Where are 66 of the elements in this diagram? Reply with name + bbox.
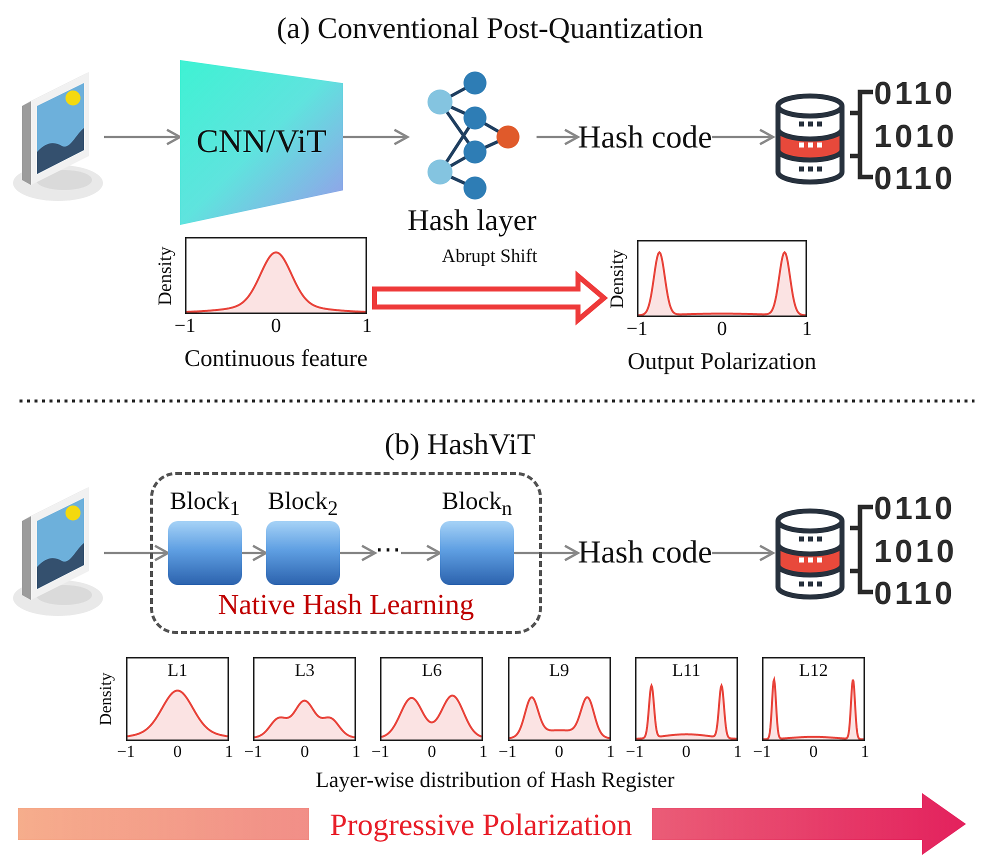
tick-label: −1 <box>244 742 262 762</box>
axis-title: Density <box>96 672 116 726</box>
axis-title: Density <box>607 248 629 308</box>
arrow <box>514 544 580 562</box>
arrow <box>401 544 442 562</box>
plot-title: L12 <box>799 660 828 681</box>
binary-code: 0110 <box>874 77 956 109</box>
edge-label: Abrupt Shift <box>440 246 540 268</box>
group-label: Native Hash Learning <box>218 589 474 622</box>
plot-title: L6 <box>422 660 442 681</box>
tick-label: 1 <box>479 742 488 762</box>
tick-label: 0 <box>173 742 182 762</box>
tick-label: −1 <box>371 742 390 762</box>
plot-title: L9 <box>549 660 570 681</box>
tick-label: 0 <box>717 318 727 341</box>
arrow <box>340 544 376 562</box>
flow-label: Hash code <box>578 534 712 570</box>
binary-code: 1010 <box>874 534 958 566</box>
arrow <box>104 544 170 562</box>
tick-label: 0 <box>554 742 564 762</box>
arrow <box>343 128 409 146</box>
panel-title: (b) HashViT <box>384 428 536 462</box>
tick-label: 0 <box>809 742 818 762</box>
binary-code: 0110 <box>874 577 956 609</box>
tick-label: 1 <box>352 742 360 762</box>
arrow <box>242 544 268 562</box>
tick-label: 0 <box>300 742 309 762</box>
axis-title: Density <box>155 246 177 306</box>
plot-title: L11 <box>672 660 700 681</box>
block-label: Block$_{2}$ <box>268 488 338 521</box>
tick-label: 1 <box>224 742 234 762</box>
tick-label: 0 <box>428 742 436 762</box>
tick-label: −1 <box>626 318 648 341</box>
tick-label: 0 <box>271 315 281 338</box>
tick-label: 1 <box>362 315 372 338</box>
axis-caption: Layer-wise distribution of Hash Register <box>316 767 674 792</box>
arrow <box>712 128 774 146</box>
tick-label: 0 <box>682 742 691 762</box>
tick-label: −1 <box>174 315 196 338</box>
panel-title: (a) Conventional Post-Quantization <box>276 12 704 46</box>
flow-label: Hash code <box>578 118 712 156</box>
binary-code: 0110 <box>874 162 956 194</box>
plot-title: L3 <box>294 660 315 681</box>
plot-caption: Continuous feature <box>184 346 368 374</box>
tick-label: 1 <box>734 742 742 762</box>
plot-title: L1 <box>168 660 188 681</box>
icon-caption: Hash layer <box>407 204 537 238</box>
tick-label: −1 <box>626 742 644 762</box>
block-label: CNN/ViT <box>196 124 327 162</box>
binary-code: 0110 <box>874 492 956 524</box>
tick-label: −1 <box>116 742 136 762</box>
plot-caption: Output Polarization <box>628 349 816 377</box>
dashed-group-frame <box>150 472 542 634</box>
arrow <box>536 128 580 146</box>
tick-label: 1 <box>606 742 615 762</box>
flow-label: ⋯ <box>375 536 401 566</box>
tick-label: 1 <box>860 742 870 762</box>
arrow <box>712 544 774 562</box>
tick-label: −1 <box>498 742 517 762</box>
binary-code: 1010 <box>874 120 958 152</box>
arrow <box>104 128 182 146</box>
block-label: Block$_{1}$ <box>170 488 240 521</box>
tick-label: 1 <box>802 318 812 341</box>
tick-label: −1 <box>752 742 772 762</box>
arrow-label: Progressive Polarization <box>330 807 632 843</box>
block-label: Block$_{n}$ <box>442 488 512 521</box>
